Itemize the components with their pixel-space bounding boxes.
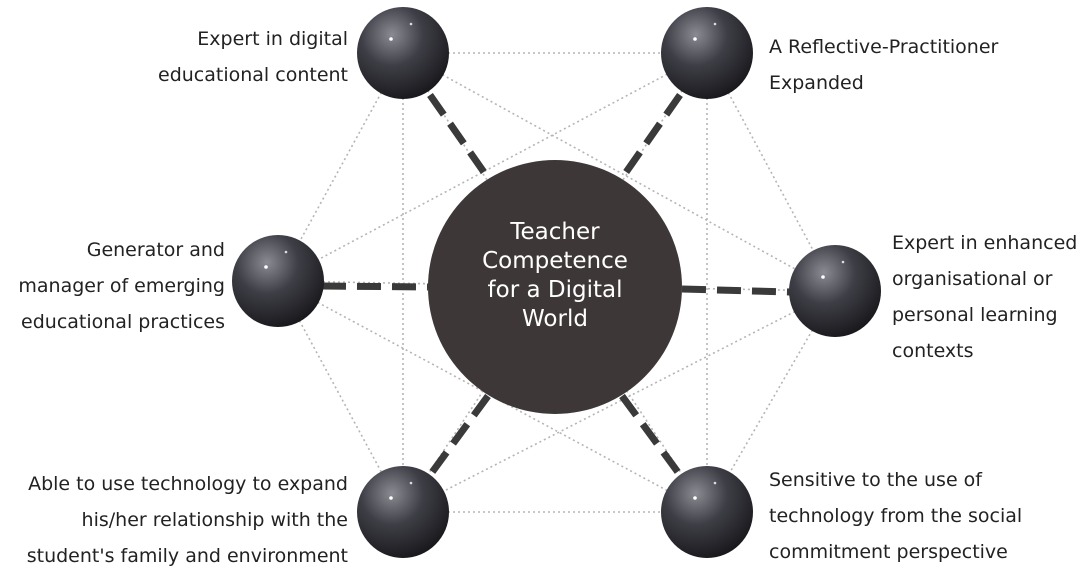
label-line: Able to use technology to expand <box>28 473 348 495</box>
label-mid-right: Expert in enhanced organisational or per… <box>892 225 1077 369</box>
label-line: Expert in enhanced <box>892 232 1078 254</box>
center-circle <box>428 160 682 414</box>
sphere-mid-left <box>232 235 324 327</box>
spoke-top-right <box>619 92 683 181</box>
spoke-mid-left <box>321 282 429 291</box>
label-line: Expert in digital <box>197 28 348 50</box>
label-line: Sensitive to the use of <box>769 469 982 491</box>
label-line: commitment perspective <box>769 541 1008 563</box>
label-top-left: Expert in digital educational content <box>158 21 348 93</box>
label-line: educational practices <box>21 311 225 333</box>
center-title-line: World <box>522 306 588 332</box>
spoke-mid-right <box>681 285 791 296</box>
label-line: organisational or <box>892 268 1053 290</box>
label-line: A Reflective-Practitioner <box>769 36 999 58</box>
center-title-line: Teacher <box>510 219 600 245</box>
dotted-line <box>402 52 836 292</box>
dotted-line <box>277 280 708 513</box>
sphere-bottom-right <box>661 466 753 558</box>
label-line: student's family and environment <box>26 545 348 567</box>
dotted-line <box>277 280 404 513</box>
center-title: Teacher Competence for a Digital World <box>430 218 680 334</box>
dotted-line <box>402 290 836 513</box>
label-line: manager of emerging <box>18 275 225 297</box>
sphere-top-left <box>357 7 449 99</box>
label-line: contexts <box>892 340 974 362</box>
sphere-top-right <box>661 7 753 99</box>
label-line: Generator and <box>86 239 225 261</box>
label-line: his/her relationship with the <box>81 509 348 531</box>
label-line: educational content <box>158 64 348 86</box>
dotted-line <box>277 52 708 282</box>
label-bottom-left: Able to use technology to expand his/her… <box>27 466 348 574</box>
label-top-right: A Reflective-Practitioner Expanded <box>769 29 998 101</box>
spoke-bottom-right <box>619 393 683 478</box>
sphere-mid-right <box>789 245 881 337</box>
sphere-bottom-left <box>357 466 449 558</box>
spoke-top-left <box>427 92 491 181</box>
label-line: personal learning <box>892 304 1058 326</box>
label-line: technology from the social <box>769 505 1023 527</box>
label-mid-left: Generator and manager of emerging educat… <box>18 232 225 340</box>
center-title-line: for a Digital <box>487 277 623 303</box>
label-line: Expanded <box>769 72 864 94</box>
label-bottom-right: Sensitive to the use of technology from … <box>769 462 1022 570</box>
center-title-line: Competence <box>482 248 628 274</box>
spoke-bottom-left <box>427 393 491 478</box>
dashed-spokes <box>321 92 791 478</box>
